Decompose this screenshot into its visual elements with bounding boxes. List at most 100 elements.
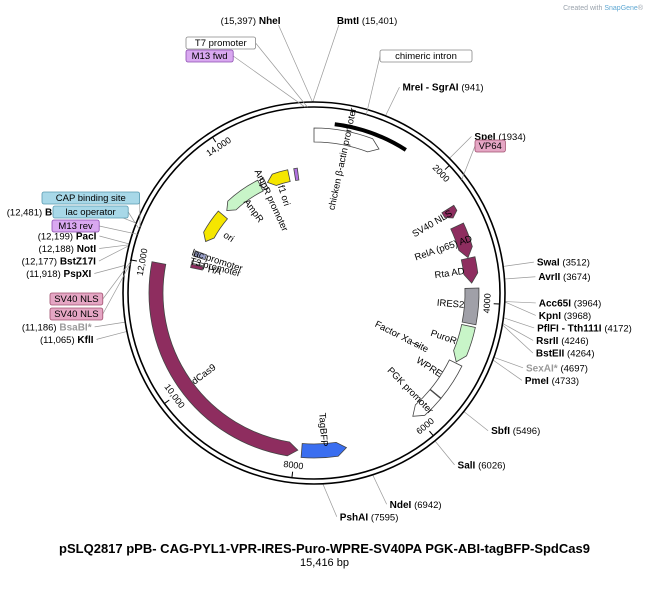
- site-leader-line: [434, 440, 455, 466]
- site-leader-line: [504, 301, 536, 304]
- site-ndei: NdeI (6942): [390, 500, 442, 511]
- credit-suffix: ®: [637, 5, 643, 12]
- site-pshai: PshAI (7595): [340, 512, 399, 523]
- feature-label-puror: PuroR: [429, 328, 458, 347]
- site-bmti: BmtI (15,401): [337, 16, 397, 27]
- feature-label-ori: ori: [221, 230, 236, 245]
- feature-tagbfp: [300, 441, 348, 459]
- boxed-label-bg-sv40-nls-2: [49, 292, 104, 306]
- boxed-label-leader: [102, 263, 131, 315]
- site-acc65i: Acc65I (3964): [539, 298, 602, 309]
- boxed-label-leader: [127, 211, 140, 230]
- feature-m13-fwd-mark: [293, 167, 300, 181]
- site-leader-line: [492, 359, 523, 381]
- inner-label-tick: [412, 342, 420, 347]
- site-leader-line: [322, 483, 338, 517]
- tick-label: 14,000: [204, 135, 233, 158]
- boxed-label-m13-fwd: M13 fwd: [192, 51, 228, 62]
- site-leader-line: [99, 235, 130, 245]
- site-pflfi-tth111i: PflFI - Tth111I (4172): [537, 323, 632, 334]
- site-leader-line: [502, 324, 534, 354]
- restriction-sites: MreI - SgrAI (941)SpeI (1934)SwaI (3512)…: [7, 16, 632, 523]
- tick-mark: [212, 136, 217, 143]
- boxed-label-bg-lac-operator: [52, 205, 129, 219]
- feature-lac-promoter: [193, 250, 208, 261]
- feature-label-wpre: WPRE: [414, 355, 444, 380]
- site-leader-line: [96, 331, 127, 340]
- site-leader-line: [278, 24, 313, 103]
- backbone: [122, 101, 506, 485]
- site-leader-line: [503, 317, 535, 329]
- feature-label-chicken-beta-actin-promoter: chicken β-actin promoter: [326, 107, 359, 211]
- feature-label-sv40-nls-1: SV40 NLS: [410, 208, 454, 240]
- feature-label-factor-xa-site: Factor Xa site: [373, 319, 430, 355]
- site-rsrii: RsrII (4246): [536, 336, 588, 347]
- tick-mark: [164, 399, 170, 404]
- feature-label-tagbfp: TagBFP: [316, 412, 329, 446]
- snapgene-credit: Created with SnapGene®: [563, 5, 643, 12]
- boxed-label-bg-cap-binding-site: [41, 191, 140, 205]
- plasmid-name: pSLQ2817 pPB- CAG-PYL1-VPR-IRES-Puro-WPR…: [59, 541, 590, 556]
- feature-rela-ad: [450, 222, 473, 259]
- boxed-label-bg-m13-fwd: [185, 49, 234, 63]
- backbone-outer-strand: [122, 101, 506, 485]
- site-leader-line: [99, 244, 130, 249]
- boxed-label-lac-operator: lac operator: [66, 207, 116, 218]
- tick-mark: [130, 259, 137, 262]
- tick-mark: [429, 430, 434, 437]
- site-leader-line: [385, 86, 400, 117]
- boxed-label-m13-rev: M13 rev: [58, 221, 93, 232]
- boxed-label-leader: [461, 145, 476, 181]
- boxed-label-vp64: VP64: [479, 141, 502, 152]
- feature-ampr: [226, 179, 264, 212]
- site-sexai: SexAI* (4697): [526, 363, 588, 374]
- tick-mark: [444, 165, 450, 170]
- site-leader-line: [449, 136, 472, 159]
- site-spei: SpeI (1934): [474, 132, 525, 143]
- site-leader-line: [312, 24, 340, 103]
- feature-f1-ori: [266, 169, 291, 186]
- feature-ha-tag: [190, 263, 204, 271]
- boxed-label-bg-vp64: [474, 139, 506, 153]
- feature-dcas9: [148, 261, 299, 457]
- boxed-label-bg-chimeric-intron: [379, 49, 473, 63]
- site-kpni: KpnI (3968): [539, 311, 591, 322]
- credit-prefix: Created with: [563, 5, 605, 12]
- boxed-label-leader: [99, 225, 138, 235]
- site-paci: (12,199) PacI: [38, 232, 97, 243]
- feature-puror: [453, 324, 476, 363]
- site-leader-lines: [94, 24, 536, 517]
- feature-label-rta-ad: Rta AD: [434, 266, 465, 281]
- boxed-label-cap-binding-site: CAP binding site: [56, 193, 126, 204]
- site-leader-line: [504, 276, 536, 280]
- boxed-label-leader: [102, 261, 131, 300]
- boxed-label-chimeric-intron: chimeric intron: [395, 51, 457, 62]
- feature-ampr-promoter: [260, 177, 269, 191]
- feature-label-ha-tag: HA: [207, 264, 223, 278]
- boxed-label-leader: [255, 42, 308, 108]
- plasmid-length: 15,416 bp: [300, 557, 349, 569]
- feature-label-ires2: IRES2: [436, 298, 464, 311]
- site-sbfi: SbfI (5496): [491, 426, 540, 437]
- feature-ori: [203, 210, 228, 243]
- tick-label: 8000: [283, 459, 304, 471]
- tick-label: 6000: [414, 416, 436, 437]
- site-leader-line: [94, 265, 126, 274]
- feature-ires2: [461, 287, 480, 326]
- site-bsteii: BstEII (4264): [536, 348, 595, 359]
- feature-chicken-beta-actin-promoter: [313, 127, 380, 153]
- site-leader-line: [502, 323, 534, 341]
- boxed-label-sv40-nls-2: SV40 NLS: [54, 294, 98, 305]
- feature-rta-ad: [460, 256, 479, 284]
- tick-label: 4000: [481, 293, 492, 314]
- feature-wpre: [429, 359, 463, 399]
- site-bsabi: (11,186) BsaBI*: [22, 322, 92, 333]
- site-pmei: PmeI (4733): [525, 376, 579, 387]
- feature-label-ampr: AmpR: [241, 197, 266, 225]
- feature-chimeric-intron-line: [334, 122, 407, 152]
- site-leader-line: [372, 474, 387, 505]
- site-swai: SwaI (3512): [537, 258, 590, 269]
- site-leader-line: [98, 245, 130, 262]
- site-leader-line: [493, 357, 524, 369]
